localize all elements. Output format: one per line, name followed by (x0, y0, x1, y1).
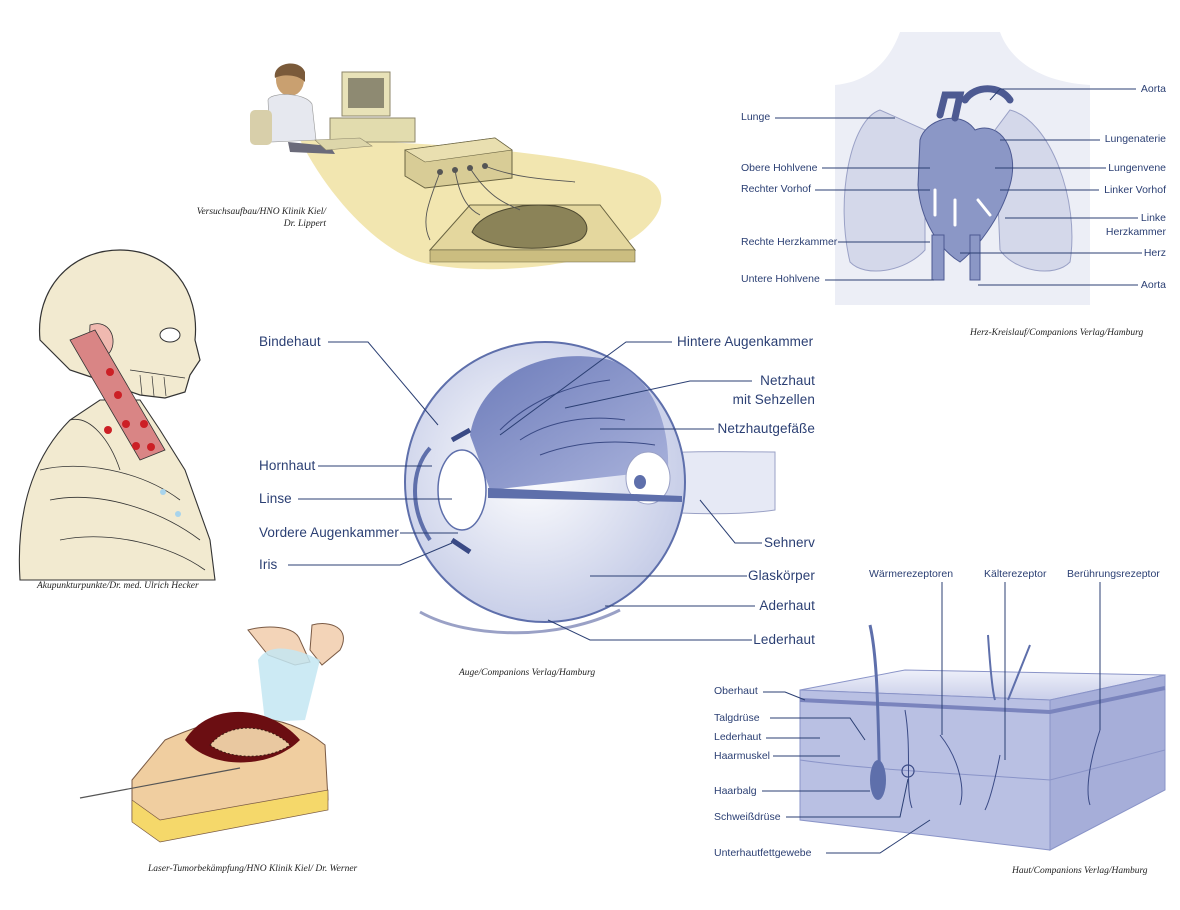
heart-label-aorta-bottom: Aorta (1140, 279, 1166, 291)
caption-laser: Laser-Tumorbekämpfung/HNO Klinik Kiel/ D… (148, 864, 358, 874)
eye-label-aderhaut: Aderhaut (759, 598, 815, 613)
caption-experiment-line-2: Dr. Lippert (283, 218, 326, 229)
skin-label-oberhaut: Oberhaut (714, 685, 758, 697)
heart-label-lungenvene: Lungenvene (1108, 162, 1166, 174)
skin-label-schweissdruese: Schweißdrüse (714, 811, 781, 823)
eye-label-vordere-augenkammer: Vordere Augenkammer (259, 525, 399, 540)
eye-label-hornhaut: Hornhaut (259, 458, 316, 473)
caption-experiment-line-1: Versuchsaufbau/HNO Klinik Kiel/ (196, 207, 326, 217)
skin-label-unterhautfettgewebe: Unterhautfettgewebe (714, 847, 812, 859)
eye-label-glaskoerper: Glaskörper (747, 568, 815, 583)
heart-label-linker-vorhof: Linker Vorhof (1104, 184, 1166, 196)
caption-heart: Herz-Kreislauf/Companions Verlag/Hamburg (970, 328, 1144, 338)
caption-skin: Haut/Companions Verlag/Hamburg (1012, 866, 1148, 876)
heart-label-herz: Herz (1143, 247, 1166, 259)
heart-label-lunge: Lunge (741, 111, 771, 123)
caption-acupuncture: Akupunkturpunkte/Dr. med. Ulrich Hecker (37, 581, 199, 591)
eye-cross-section (404, 341, 776, 635)
eye-label-sehnerv: Sehnerv (764, 535, 815, 550)
skin-label-lederhaut: Lederhaut (714, 731, 762, 743)
eye-leader-lines (288, 341, 762, 641)
skin-label-waermerezeptoren: Wärmerezeptoren (869, 568, 954, 580)
skin-label-haarbalg: Haarbalg (714, 785, 757, 797)
acupuncture-skull-illustration (18, 249, 216, 581)
eye-label-bindehaut: Bindehaut (259, 334, 321, 349)
skin-label-talgdruese: Talgdrüse (714, 712, 760, 724)
skin-label-kaelterezeptor: Kälterezeptor (984, 568, 1047, 580)
caption-eye: Auge/Companions Verlag/Hamburg (459, 668, 596, 678)
eye-label-lederhaut: Lederhaut (753, 632, 815, 647)
heart-label-untere-hohlvene: Untere Hohlvene (741, 273, 820, 285)
eye-label-netzhautgefaesse: Netzhautgefäße (717, 421, 815, 436)
heart-circulation-illustration (835, 32, 1090, 305)
eye-label-iris: Iris (259, 557, 278, 572)
eye-label-linse: Linse (259, 491, 292, 506)
heart-label-linke: Linke (1140, 212, 1166, 224)
skin-label-haarmuskel: Haarmuskel (714, 750, 771, 762)
heart-leader-lines (775, 88, 1142, 286)
eye-label-hintere-augenkammer: Hintere Augenkammer (677, 334, 814, 349)
skin-label-beruehrungsrezeptor: Berührungsrezeptor (1067, 568, 1160, 580)
heart-label-obere-hohlvene: Obere Hohlvene (741, 162, 818, 174)
skin-leader-lines (762, 582, 1101, 854)
experiment-setup-illustration (250, 63, 662, 270)
heart-label-rechte-herzkammer: Rechte Herzkammer (741, 236, 838, 248)
caption-experiment: Versuchsaufbau/HNO Klinik Kiel/ Dr. Lipp… (150, 207, 326, 231)
heart-label-aorta-top: Aorta (1140, 83, 1166, 95)
heart-label-lungenaterie: Lungenaterie (1104, 133, 1166, 145)
heart-label-herzkammer: Herzkammer (1105, 226, 1166, 238)
eye-label-netzhaut: Netzhaut (760, 373, 815, 388)
skin-cross-section (799, 624, 1166, 851)
heart-label-rechter-vorhof: Rechter Vorhof (741, 183, 812, 195)
eye-label-sehzellen: mit Sehzellen (732, 392, 815, 407)
laser-tumor-illustration (79, 623, 344, 843)
